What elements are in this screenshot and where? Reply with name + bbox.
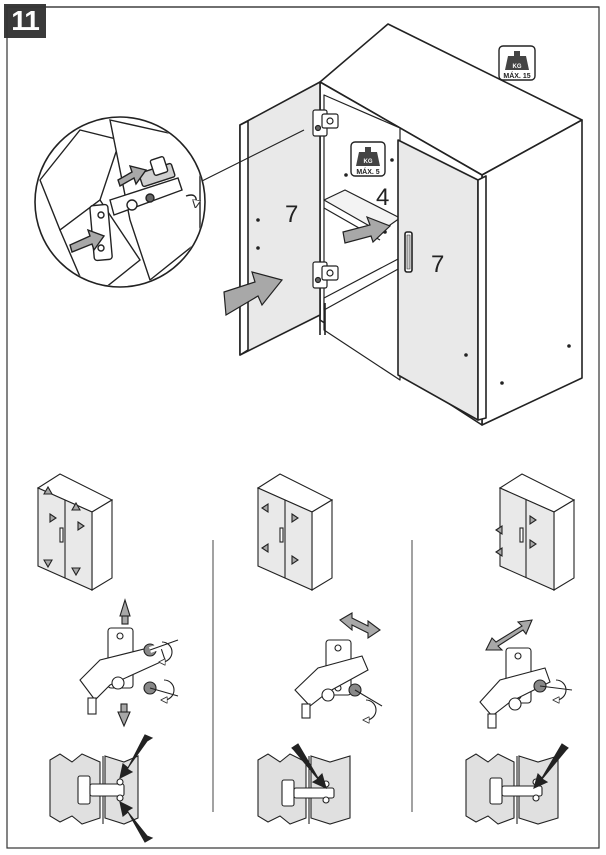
weight-icon: KG MÁX. 5 [350, 141, 386, 177]
hinge-detail-callout [34, 116, 305, 288]
adjust-height-panel [36, 473, 180, 843]
svg-text:KG: KG [364, 159, 373, 165]
adjust-side-panel [465, 473, 576, 825]
pointer-arrow-icon [533, 743, 569, 790]
part-label-left-door: 7 [285, 201, 298, 228]
lower-hinge [312, 261, 339, 289]
part-label-right-door: 7 [431, 251, 444, 278]
max-weight-shelf-label: MÁX. 5 [356, 167, 379, 176]
part-label-shelf: 4 [376, 184, 389, 211]
push-arrow-icon [342, 215, 392, 244]
pointer-arrow-icon [291, 743, 327, 790]
move-arrow-icon [485, 619, 533, 651]
weight-icon: KG MÁX. 15 [498, 45, 536, 81]
pointer-arrow-icon [119, 800, 154, 843]
push-arrow-icon [223, 271, 284, 317]
svg-text:KG: KG [513, 64, 522, 70]
upper-hinge [312, 109, 339, 137]
step-number-badge: 11 [4, 4, 46, 38]
pointer-arrow-icon [119, 734, 154, 780]
max-weight-top-label: MÁX. 15 [503, 71, 530, 80]
adjust-depth-panel [256, 473, 383, 825]
move-arrow-icon [339, 612, 381, 640]
